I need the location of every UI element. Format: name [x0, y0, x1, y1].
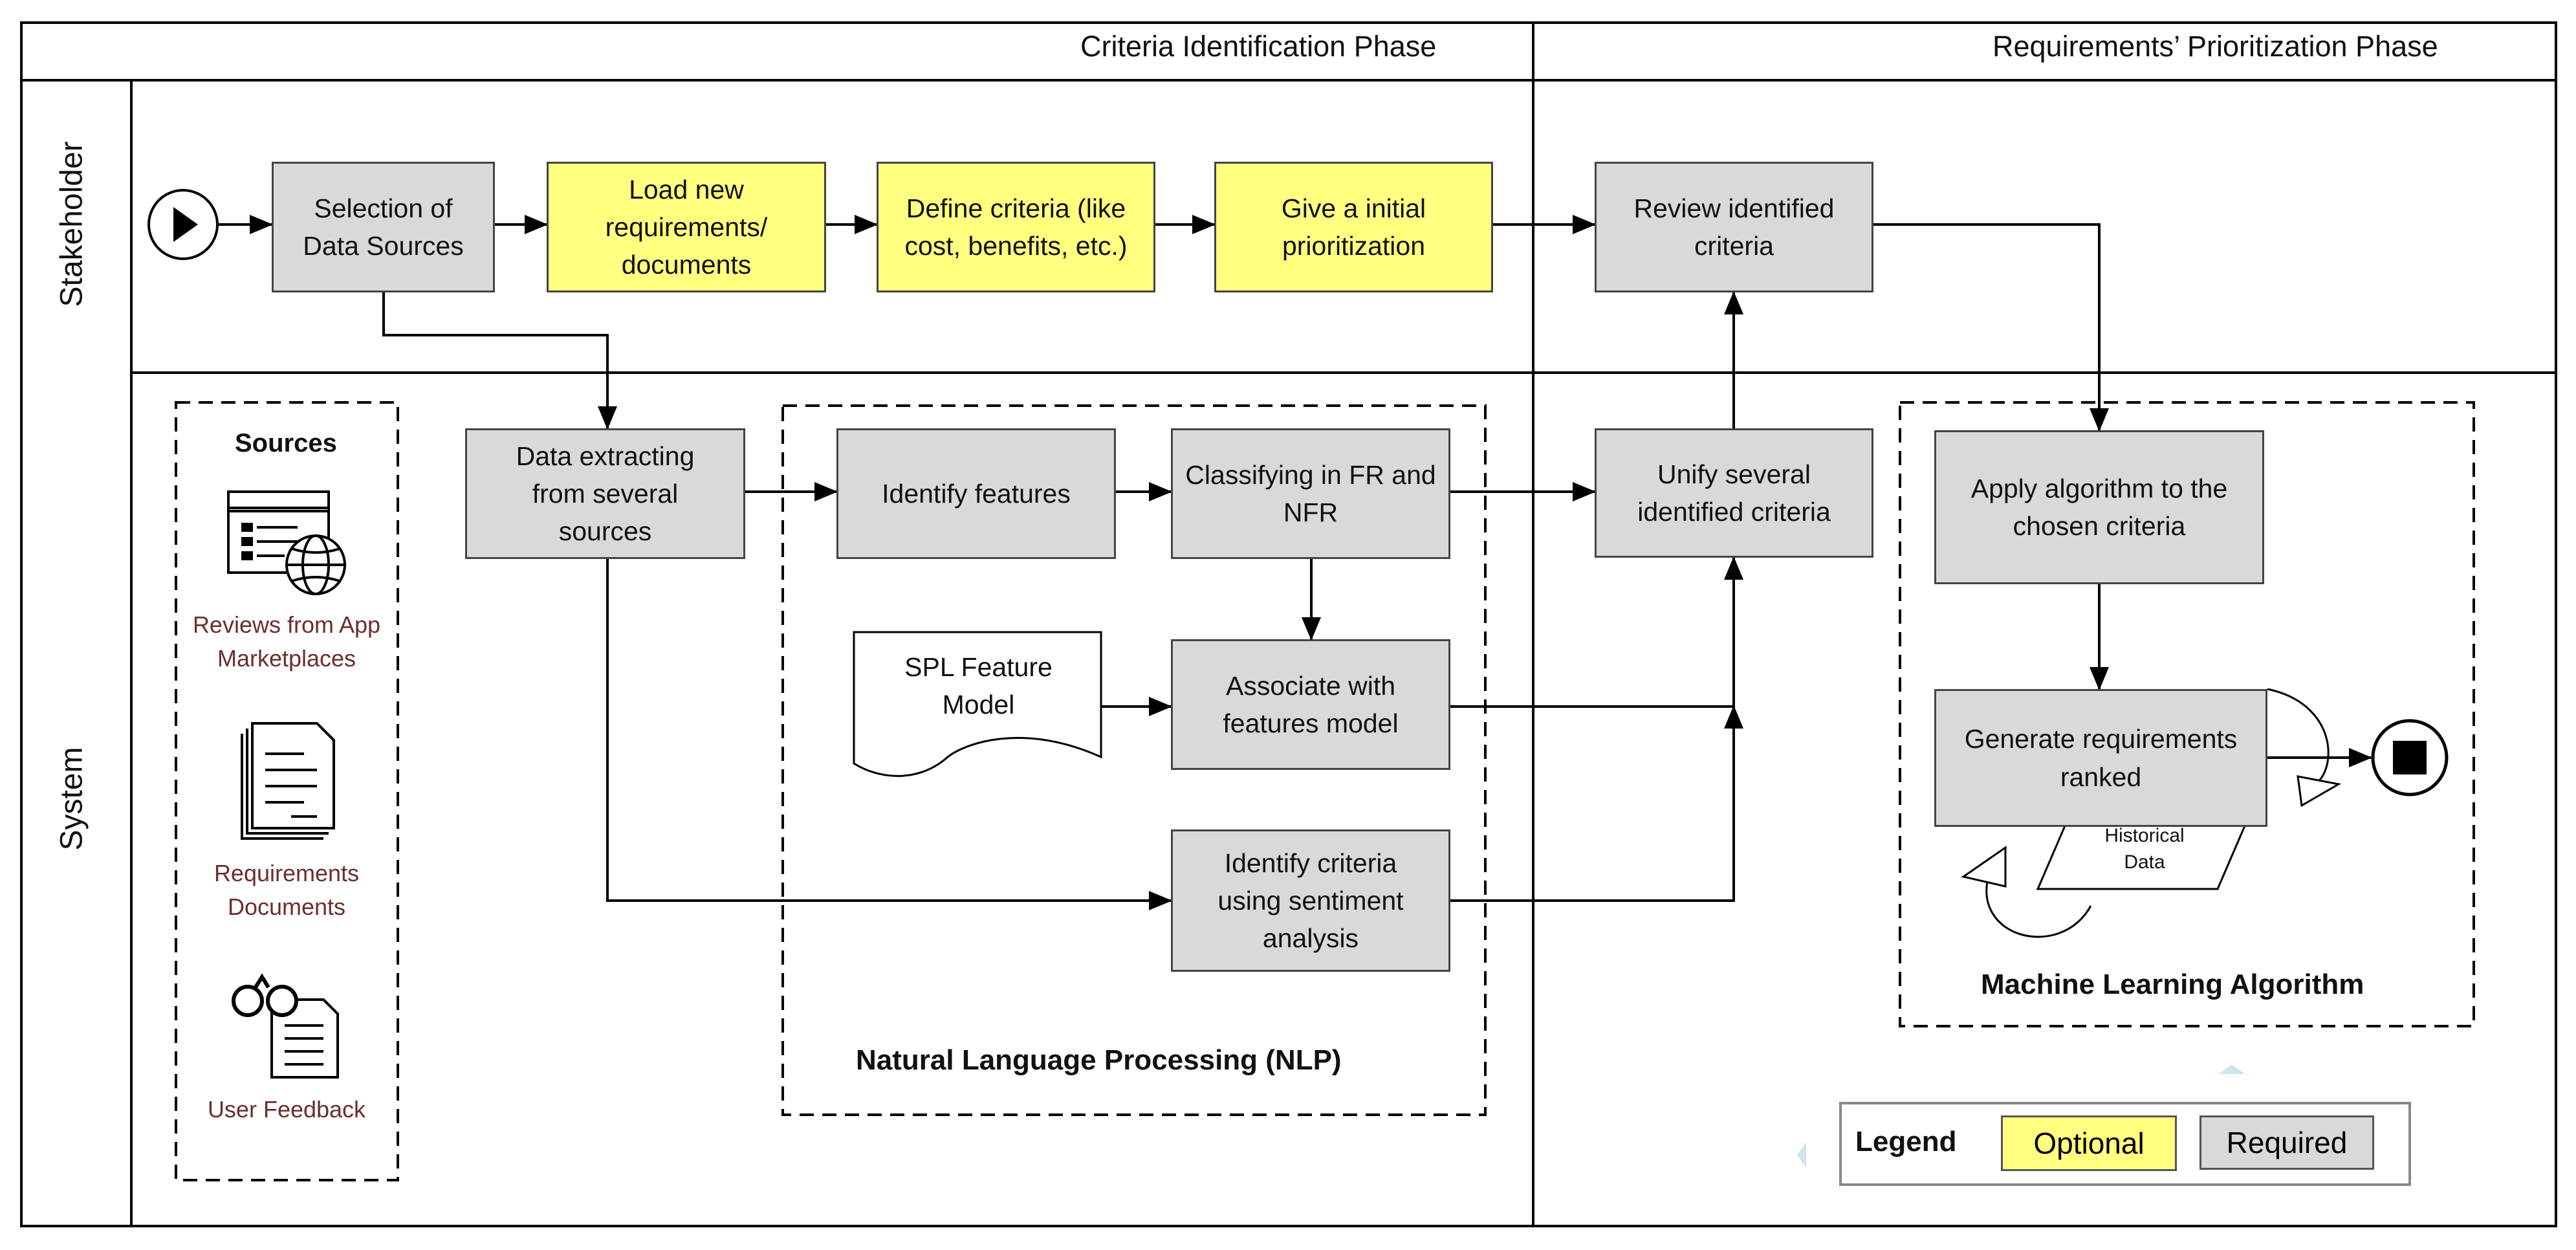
- task-classify[interactable]: Classifying in FR and NFR: [1171, 428, 1450, 559]
- task-initial[interactable]: Give a initial prioritization: [1214, 162, 1493, 292]
- edge-extract-sentiment: [606, 559, 1172, 910]
- source-feedback-label: User Feedback: [207, 1096, 366, 1123]
- task-associate[interactable]: Associate with features model: [1171, 639, 1450, 770]
- ml-group-frame: [1899, 401, 2475, 1027]
- source-reviews-label: Reviews from App Marketplaces: [192, 611, 381, 672]
- glasses-document-icon: [232, 973, 339, 1079]
- legend-optional-swatch: Optional: [2001, 1115, 2177, 1171]
- nlp-group-title: Natural Language Processing (NLP): [856, 1044, 1342, 1076]
- task-extract[interactable]: Data extracting from several sources: [465, 428, 745, 559]
- sources-title: Sources: [235, 429, 337, 457]
- phase-prioritization-title: Requirements’ Prioritization Phase: [1992, 30, 2438, 63]
- historical-data-label: Historical Data: [2104, 825, 2185, 873]
- task-unify[interactable]: Unify several identified criteria: [1595, 428, 1873, 558]
- task-sentiment[interactable]: Identify criteria using sentiment analys…: [1171, 829, 1450, 972]
- ml-group-title: Machine Learning Algorithm: [1981, 969, 2364, 1000]
- decor-marker-up: [2219, 1064, 2245, 1074]
- spl-document-shape: [853, 631, 1102, 777]
- edge-selection-extract: [382, 292, 617, 430]
- task-apply[interactable]: Apply algorithm to the chosen criteria: [1934, 430, 2264, 584]
- task-define[interactable]: Define criteria (like cost, benefits, et…: [877, 162, 1155, 292]
- task-features[interactable]: Identify features: [836, 428, 1116, 559]
- document-icon: [241, 722, 335, 840]
- task-review[interactable]: Review identified criteria: [1595, 162, 1873, 292]
- decor-marker-left: [1797, 1142, 1806, 1168]
- nlp-group-frame: [781, 404, 1487, 1116]
- start-triangle: [173, 207, 198, 242]
- task-selection[interactable]: Selection of Data Sources: [272, 162, 495, 292]
- legend-title: Legend: [1855, 1126, 1957, 1157]
- loop-arc-right: [2267, 688, 2330, 791]
- sources-group-frame: [175, 401, 399, 1181]
- loop-arc-left: [1985, 873, 2092, 938]
- spl-feature-model-label: SPL Feature Model: [904, 652, 1053, 720]
- edge-associate-unify: [1450, 556, 1743, 708]
- legend-required-swatch: Required: [2199, 1115, 2374, 1170]
- edge-review-apply: [1873, 223, 2109, 432]
- loop-arrow-right: [2297, 775, 2342, 807]
- edge-sentiment-unify: [1450, 705, 1743, 902]
- lane-system-label: System: [54, 747, 89, 851]
- task-load[interactable]: Load new requirements/ documents: [547, 162, 826, 292]
- browser-globe-icon: [227, 490, 346, 595]
- source-requirements-label: Requirements Documents: [213, 860, 360, 921]
- pool-frame: [20, 21, 2557, 1227]
- end-square: [2393, 741, 2427, 774]
- lane-stakeholder-label: Stakeholder: [54, 141, 89, 307]
- phase-criteria-title: Criteria Identification Phase: [1080, 30, 1437, 63]
- task-generate[interactable]: Generate requirements ranked: [1934, 689, 2267, 827]
- loop-arrow-left: [1961, 846, 2007, 888]
